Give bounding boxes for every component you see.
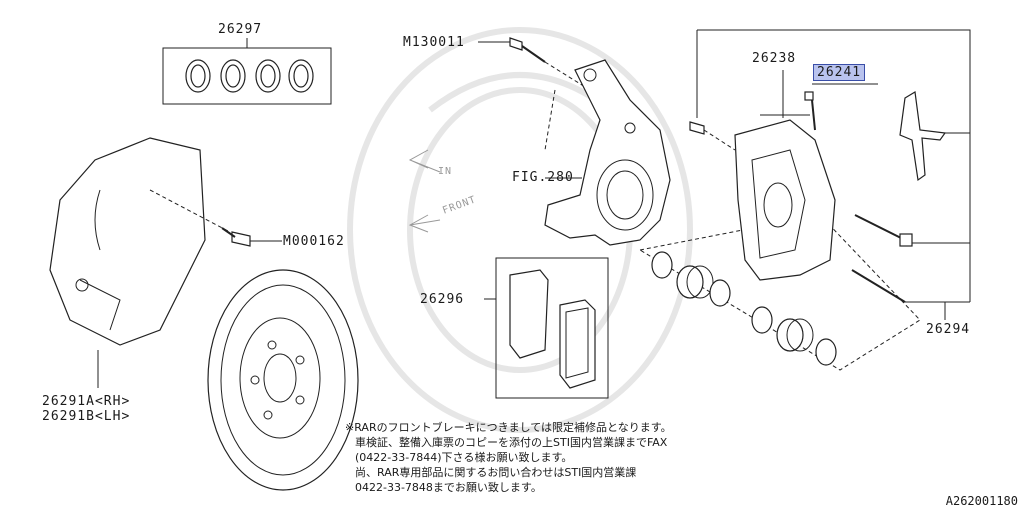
label-26291b[interactable]: 26291B<LH> <box>42 409 131 424</box>
bolt-m130011[interactable] <box>478 37 591 91</box>
label-26291a[interactable]: 26291A<RH> <box>42 394 131 409</box>
label-m000162[interactable]: M000162 <box>283 234 345 249</box>
caliper-assembly-26294[interactable] <box>638 29 971 371</box>
note-line-4: 尚、RAR専用部品に関するお問い合わせはSTI国内営業課 <box>355 466 637 479</box>
label-26241[interactable]: 26241 <box>813 64 866 81</box>
bolt-m000162[interactable] <box>149 189 282 247</box>
label-m130011[interactable]: M130011 <box>403 35 465 50</box>
label-26297[interactable]: 26297 <box>218 22 263 37</box>
steering-knuckle[interactable] <box>544 59 671 246</box>
label-26238[interactable]: 26238 <box>752 51 797 66</box>
note-line-1: ※RARのフロントブレーキにつきましては限定補修品となります。 <box>345 421 672 434</box>
brake-pads-26296[interactable] <box>484 257 609 399</box>
seal-kit-26297[interactable] <box>162 38 332 105</box>
direction-arrows <box>408 149 441 233</box>
note-line-5: 0422-33-7848までお願い致します。 <box>355 481 542 494</box>
label-26296[interactable]: 26296 <box>420 292 465 307</box>
restriction-note: ※RARのフロントブレーキにつきましては限定補修品となります。 車検証、整備入庫… <box>345 420 672 495</box>
label-26294[interactable]: 26294 <box>926 322 971 337</box>
diagram-code: A262001180 <box>945 494 1018 508</box>
pistons-and-seals[interactable] <box>651 251 837 366</box>
dust-shield-26291[interactable] <box>49 137 206 388</box>
direction-in-label: IN <box>438 166 453 177</box>
note-line-2: 車検証、整備入庫票のコピーを添付の上STI国内営業課までFAX <box>355 436 668 449</box>
brake-rotor[interactable] <box>207 269 359 491</box>
note-line-3: (0422-33-7844)下さる様お願い致します。 <box>355 451 573 464</box>
label-fig280[interactable]: FIG.280 <box>512 170 574 185</box>
